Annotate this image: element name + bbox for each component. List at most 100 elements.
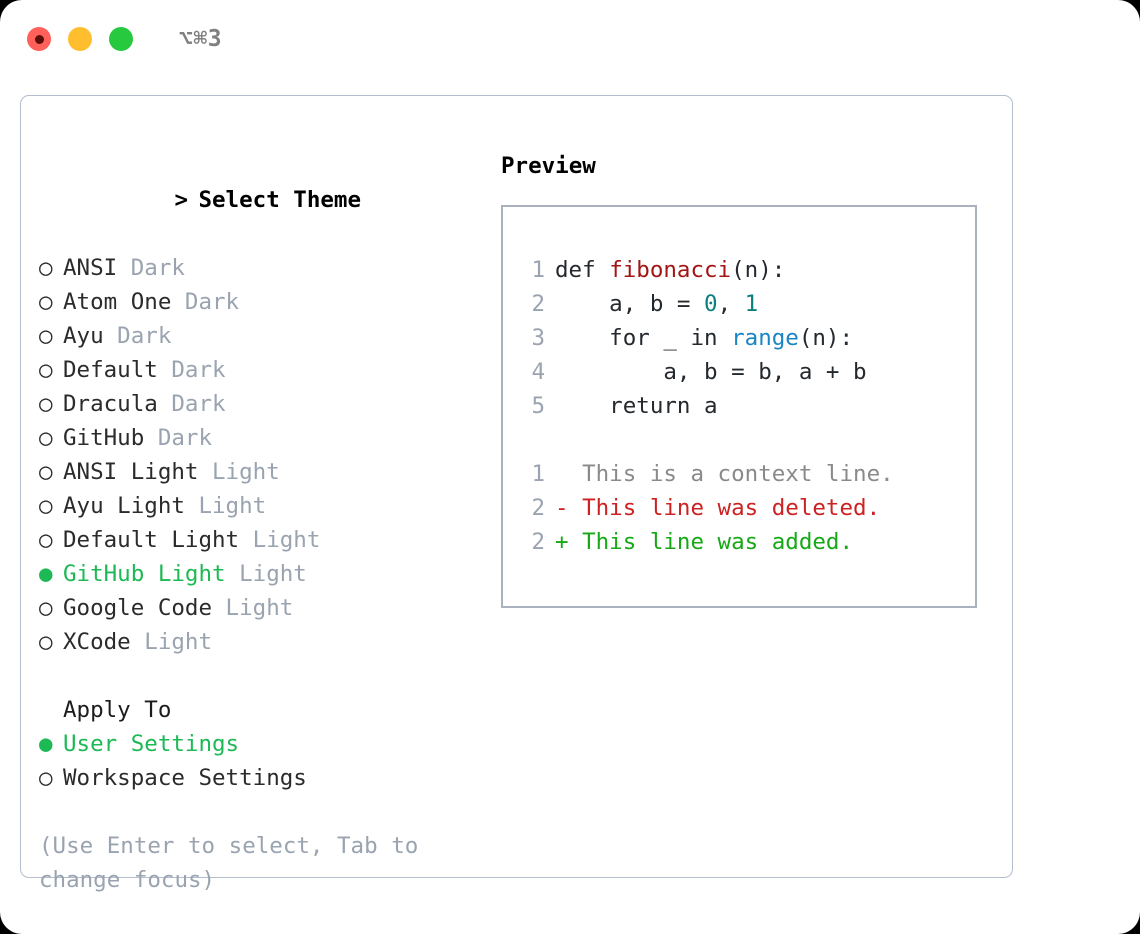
theme-variant-badge: Light <box>198 459 280 485</box>
diff-text: This is a context line. <box>582 461 894 487</box>
apply-to-label: Apply To <box>63 697 172 723</box>
theme-variant-badge: Dark <box>157 357 226 383</box>
theme-variant-badge: Light <box>239 527 321 553</box>
theme-name: ANSI <box>63 255 118 281</box>
diff-line-text: + This line was added. <box>555 529 853 555</box>
theme-variant-badge: Dark <box>144 425 213 451</box>
theme-variant-badge: Dark <box>171 289 240 315</box>
code-token: (n): <box>798 325 854 351</box>
list-spacer <box>39 659 479 693</box>
diff-line-text: This is a context line. <box>555 461 894 487</box>
code-line: 3 for _ in range(n): <box>521 321 967 355</box>
code-token: (n): <box>731 257 786 283</box>
apply-to-options: ● User Settings○ Workspace Settings <box>39 727 479 795</box>
line-number: 1 <box>531 257 545 283</box>
theme-list-item[interactable]: ○ Atom One Dark <box>39 285 479 319</box>
radio-unselected-icon: ○ <box>39 289 67 315</box>
theme-list-item[interactable]: ○ GitHub Dark <box>39 421 479 455</box>
diff-lines: 1 This is a context line.2- This line wa… <box>521 457 967 559</box>
code-token: range <box>731 325 799 351</box>
theme-list-item[interactable]: ● GitHub Light Light <box>39 557 479 591</box>
keyboard-hint: (Use Enter to select, Tab to change focu… <box>39 833 432 893</box>
apply-to-option[interactable]: ● User Settings <box>39 727 479 761</box>
diff-marker: - <box>555 495 583 521</box>
radio-unselected-icon: ○ <box>39 527 67 553</box>
line-number: 2 <box>531 291 545 317</box>
close-window-icon[interactable] <box>27 27 51 51</box>
code-token: def <box>555 257 610 283</box>
theme-list-item[interactable]: ○ Default Light Light <box>39 523 479 557</box>
code-token: , <box>717 291 745 317</box>
theme-list-item[interactable]: ○ Default Dark <box>39 353 479 387</box>
code-token: 0 <box>704 291 718 317</box>
code-line: 1 def fibonacci(n): <box>521 253 967 287</box>
theme-name: GitHub <box>63 425 145 451</box>
minimize-window-icon[interactable] <box>68 27 92 51</box>
main-panel: >Select Theme ○ ANSI Dark○ Atom One Dark… <box>20 95 1013 893</box>
line-number: 4 <box>531 359 545 385</box>
theme-variant-badge: Dark <box>103 323 172 349</box>
code-token: a, b = b, a + b <box>555 359 867 385</box>
preview-title: Preview <box>501 153 596 179</box>
code-token: fibonacci <box>609 257 732 283</box>
apply-to-option-label: User Settings <box>63 731 240 757</box>
theme-list-item[interactable]: ○ Dracula Dark <box>39 387 479 421</box>
theme-list: ○ ANSI Dark○ Atom One Dark○ Ayu Dark○ De… <box>39 251 479 659</box>
radio-unselected-icon: ○ <box>39 629 67 655</box>
diff-marker <box>555 461 582 487</box>
radio-unselected-icon: ○ <box>39 357 67 383</box>
theme-variant-badge: Light <box>130 629 213 655</box>
diff-line: 1 This is a context line. <box>521 457 967 491</box>
diff-line: 2+ This line was added. <box>521 525 967 559</box>
theme-list-item[interactable]: ○ Google Code Light <box>39 591 479 625</box>
radio-unselected-icon: ○ <box>39 255 67 281</box>
theme-selector-column: >Select Theme ○ ANSI Dark○ Atom One Dark… <box>39 149 479 897</box>
diff-text: This line was added. <box>582 529 854 555</box>
maximize-window-icon[interactable] <box>109 27 133 51</box>
prompt-caret-icon: > <box>174 187 189 213</box>
diff-line-text: - This line was deleted. <box>555 495 880 521</box>
theme-list-item[interactable]: ○ ANSI Light Light <box>39 455 479 489</box>
theme-name: Ayu Light <box>63 493 185 519</box>
radio-unselected-icon: ○ <box>39 391 67 417</box>
theme-name: Default <box>63 357 158 383</box>
code-token: for _ in <box>555 325 732 351</box>
theme-list-item[interactable]: ○ Ayu Light Light <box>39 489 479 523</box>
theme-variant-badge: Light <box>225 561 307 587</box>
diff-text: This line was deleted. <box>582 495 881 521</box>
code-token: a, b = <box>555 291 705 317</box>
code-line: 4 a, b = b, a + b <box>521 355 967 389</box>
theme-variant-badge: Dark <box>117 255 185 281</box>
theme-name: Dracula <box>63 391 158 417</box>
radio-unselected-icon: ○ <box>39 493 67 519</box>
line-number: 3 <box>531 325 545 351</box>
theme-name: XCode <box>63 629 131 655</box>
radio-selected-icon: ● <box>39 561 67 587</box>
theme-name: Atom One <box>63 289 172 315</box>
code-token: 1 <box>744 291 759 317</box>
theme-list-item[interactable]: ○ ANSI Dark <box>39 251 479 285</box>
theme-variant-badge: Light <box>184 493 267 519</box>
theme-list-item[interactable]: ○ XCode Light <box>39 625 479 659</box>
theme-variant-badge: Dark <box>157 391 226 417</box>
diff-line: 2- This line was deleted. <box>521 491 967 525</box>
line-number: 2 <box>531 495 545 521</box>
diff-marker: + <box>555 529 583 555</box>
theme-name: Google Code <box>63 595 213 621</box>
select-theme-header: > Select Theme <box>39 149 479 251</box>
line-number: 5 <box>531 393 545 419</box>
theme-name: Ayu <box>63 323 104 349</box>
theme-variant-badge: Light <box>212 595 294 621</box>
radio-unselected-icon: ○ <box>39 765 67 791</box>
radio-unselected-icon: ○ <box>39 323 67 349</box>
theme-name: Default Light <box>63 527 240 553</box>
apply-to-option-label: Workspace Settings <box>63 765 307 791</box>
code-diff-gap <box>521 423 967 457</box>
select-theme-header-label: Select Theme <box>198 187 362 213</box>
theme-list-item[interactable]: ○ Ayu Dark <box>39 319 479 353</box>
apply-to-option[interactable]: ○ Workspace Settings <box>39 761 479 795</box>
